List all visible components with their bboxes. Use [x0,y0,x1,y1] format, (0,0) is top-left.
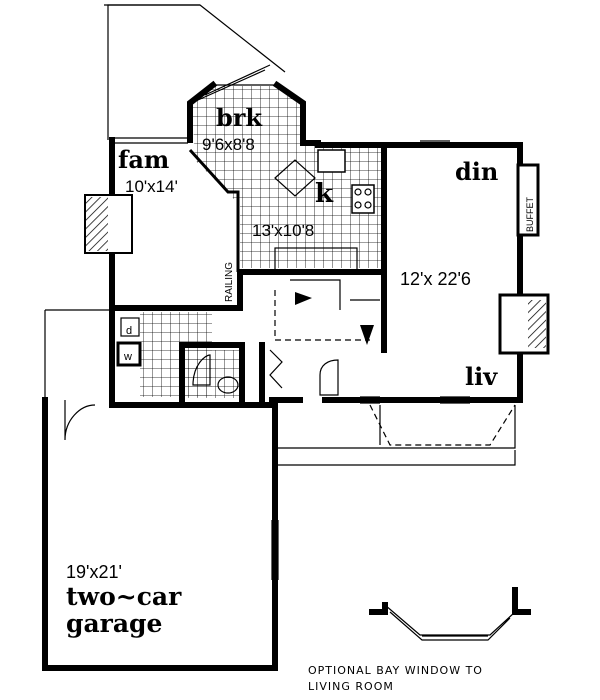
breakfast-bay-walls [187,64,321,146]
buffet-label: BUFFET [525,196,535,232]
dining-living-walls [269,140,550,466]
bay-note-line2: LIVING ROOM [308,680,394,693]
buffet [516,163,540,237]
washer-label: w [123,351,132,363]
deck-outline [104,4,286,140]
family-size: 10'x14' [125,177,178,196]
dining-label: din [455,157,498,186]
island [274,159,316,197]
washer [116,341,142,367]
family-label: fam [118,145,169,174]
living-label: liv [465,362,498,391]
garage-size: 19'x21' [66,562,122,582]
living-size: 12'x 22'6 [400,269,471,289]
dryer-label: d [126,325,132,337]
kitchen-label: k [315,179,334,209]
family-room-walls [84,137,243,408]
cooktop [351,184,375,214]
bay-note-line1: OPTIONAL BAY WINDOW TO [308,664,483,677]
garage-label-line1: two~car [66,582,182,611]
utility-walls [109,290,370,408]
garage-label-line2: garage [66,609,162,638]
breakfast-label: brk [216,103,263,132]
kitchen-sink [317,149,346,173]
tile-floor [140,86,382,398]
kitchen-size: 13'x10'8 [252,221,314,240]
optional-bay-window [369,587,531,641]
garage-walls [42,309,279,671]
railing-label: RAILING [224,262,235,302]
breakfast-size: 9'6x8'8 [202,135,255,154]
